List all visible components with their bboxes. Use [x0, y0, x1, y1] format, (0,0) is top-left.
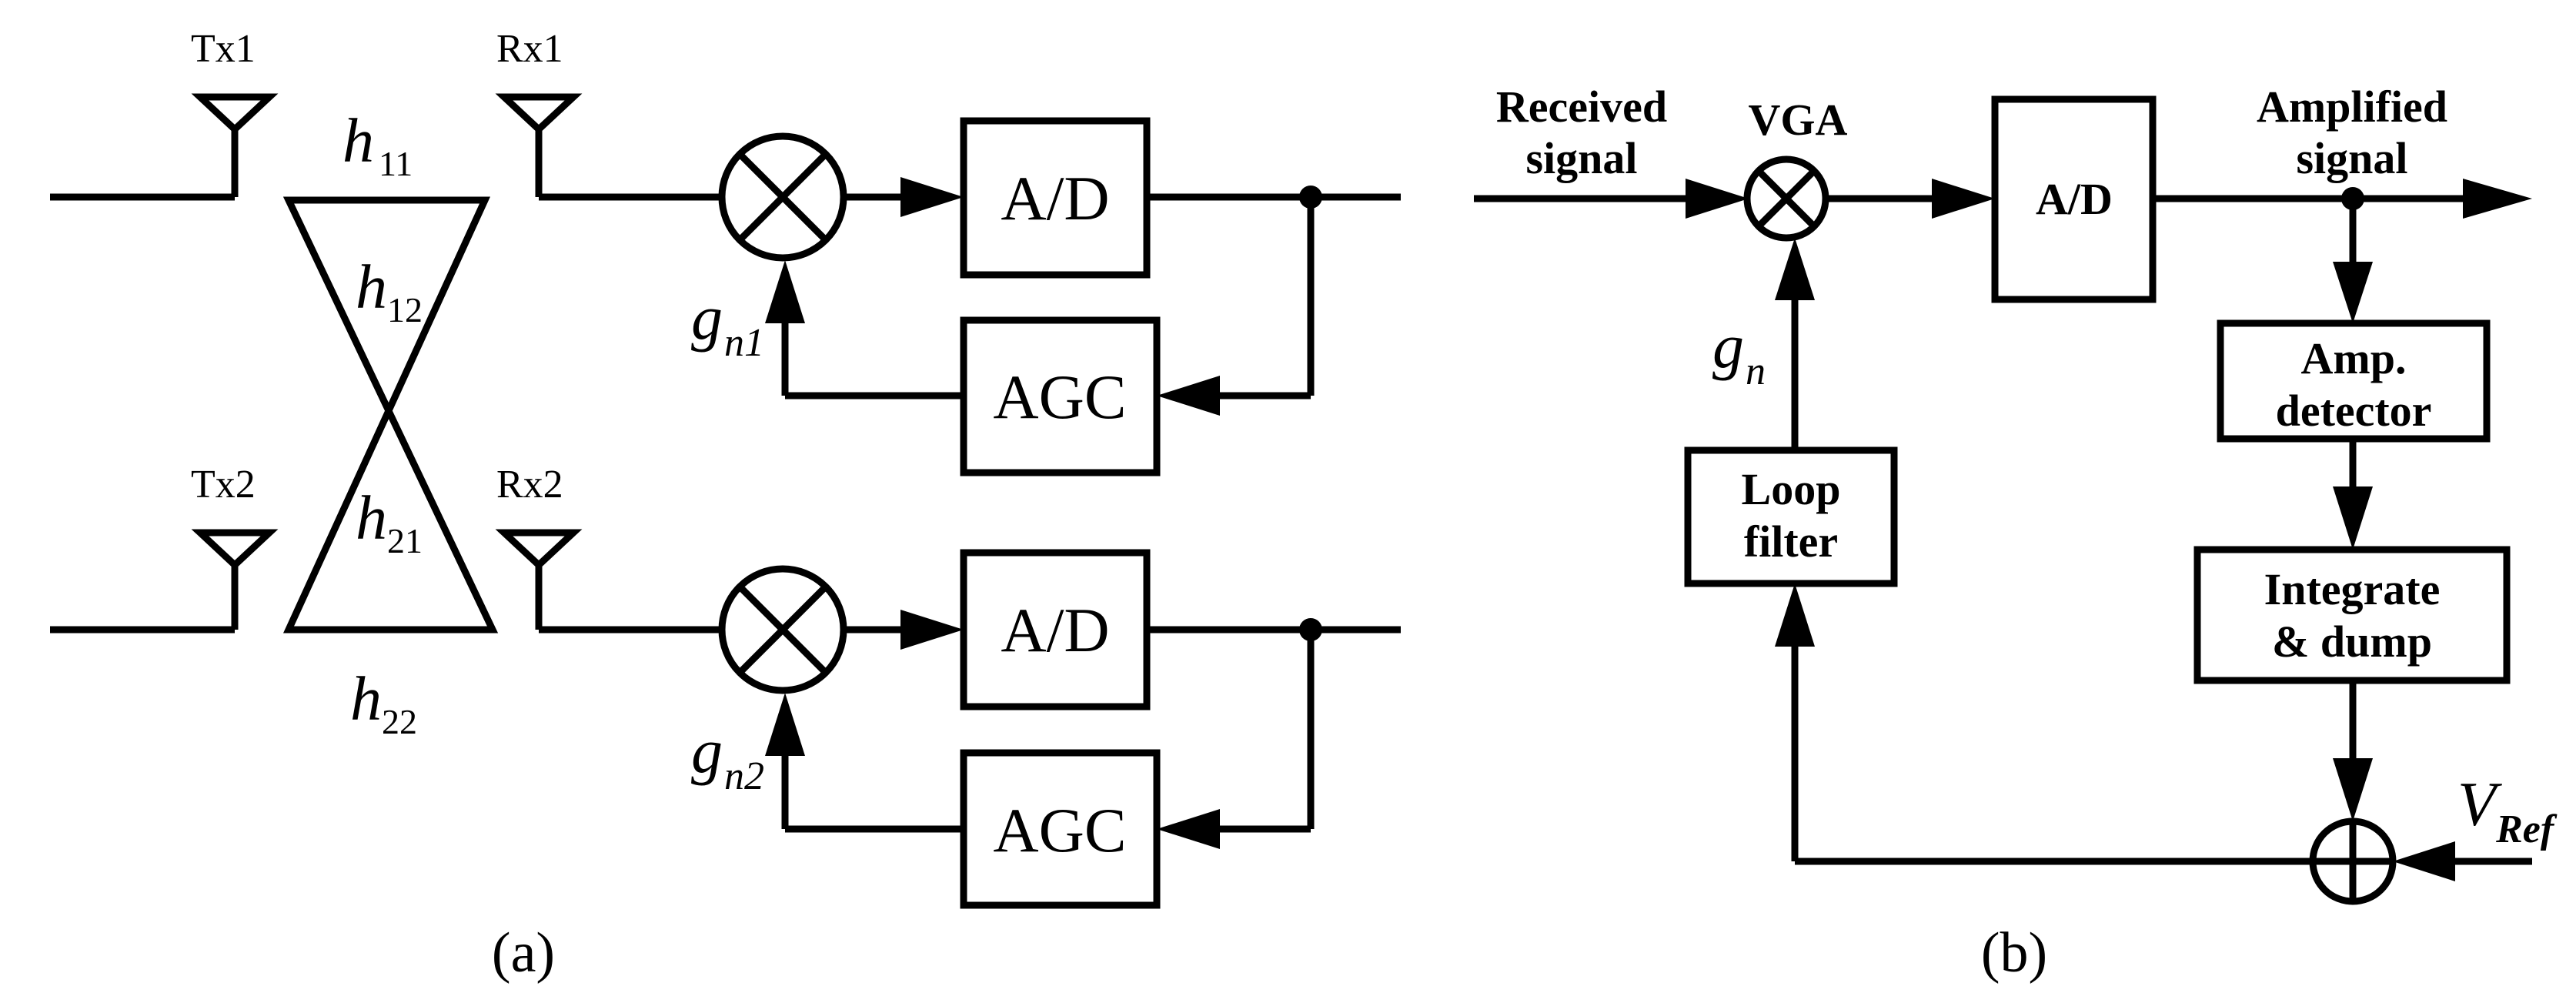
amp-detector-label-2: detector	[2276, 386, 2432, 436]
arrow-to-loop-filter	[1775, 583, 1815, 647]
tx2-label: Tx2	[191, 463, 256, 507]
tx2-antenna	[191, 529, 279, 630]
vga-label: VGA	[1749, 95, 1848, 145]
agc-label-2: AGC	[993, 795, 1126, 865]
arrow-to-agc1	[1157, 376, 1220, 416]
loop-filter-label-2: filter	[1744, 517, 1838, 567]
arrow-gn	[1775, 238, 1815, 300]
loop-filter-label-1: Loop	[1742, 464, 1841, 514]
tx1-antenna	[191, 93, 279, 197]
mixer-2	[718, 565, 847, 694]
rx1-label: Rx1	[496, 27, 563, 71]
vref-label: VRef	[2457, 769, 2558, 851]
caption-a: (a)	[492, 921, 555, 985]
arrow-to-ad2	[900, 610, 964, 650]
ad-label-1: A/D	[1001, 163, 1109, 233]
rx2-label: Rx2	[496, 463, 563, 507]
arrow-gn1	[765, 260, 805, 323]
ad-label: A/D	[2036, 174, 2113, 224]
amp-detector-block	[2217, 319, 2491, 443]
h21-label: h21	[356, 483, 423, 560]
summer	[2309, 817, 2397, 905]
arrow-to-integrate	[2333, 486, 2373, 550]
rx2-antenna	[495, 529, 583, 630]
h22-label: h22	[350, 664, 417, 741]
arrow-to-agc2	[1157, 809, 1220, 849]
arrow-to-vga	[1686, 179, 1749, 219]
integrate-dump-block	[2193, 546, 2511, 684]
agc-block-1	[960, 316, 1161, 476]
tx1-label: Tx1	[191, 27, 256, 71]
mixer-1	[718, 132, 847, 262]
amplified-label-1: Amplified	[2257, 82, 2447, 132]
arrow-to-summer	[2333, 758, 2373, 821]
agc-label-1: AGC	[993, 362, 1126, 432]
amplified-label-2: signal	[2296, 133, 2407, 183]
arrow-amplified-out	[2463, 179, 2532, 219]
loop-filter-block	[1684, 446, 1898, 587]
amp-detector-label-1: Amp.	[2301, 333, 2407, 383]
received-label-2: signal	[1525, 133, 1637, 183]
arrow-to-detector	[2333, 262, 2373, 323]
rx1-antenna	[495, 93, 583, 197]
integrate-label-1: Integrate	[2264, 564, 2441, 614]
caption-b: (b)	[1981, 921, 2047, 985]
integrate-label-2: & dump	[2272, 617, 2432, 667]
received-label-1: Received	[1496, 82, 1667, 132]
arrow-to-ad	[1932, 179, 1995, 219]
ad-label-2: A/D	[1001, 595, 1109, 665]
gn1-label: gn1	[691, 283, 764, 365]
h12-label: h12	[356, 252, 423, 329]
channel-bowtie	[282, 196, 499, 634]
panel-b: Received signal VGA A/D Amplified signal…	[1474, 82, 2558, 985]
agc-block-2	[960, 749, 1161, 909]
gn2-label: gn2	[691, 716, 764, 798]
gn-label: gn	[1712, 311, 1766, 393]
vga-mixer	[1743, 155, 1829, 242]
arrow-vref	[2393, 841, 2455, 881]
arrow-gn2	[765, 693, 805, 756]
arrow-to-ad1	[900, 177, 964, 217]
